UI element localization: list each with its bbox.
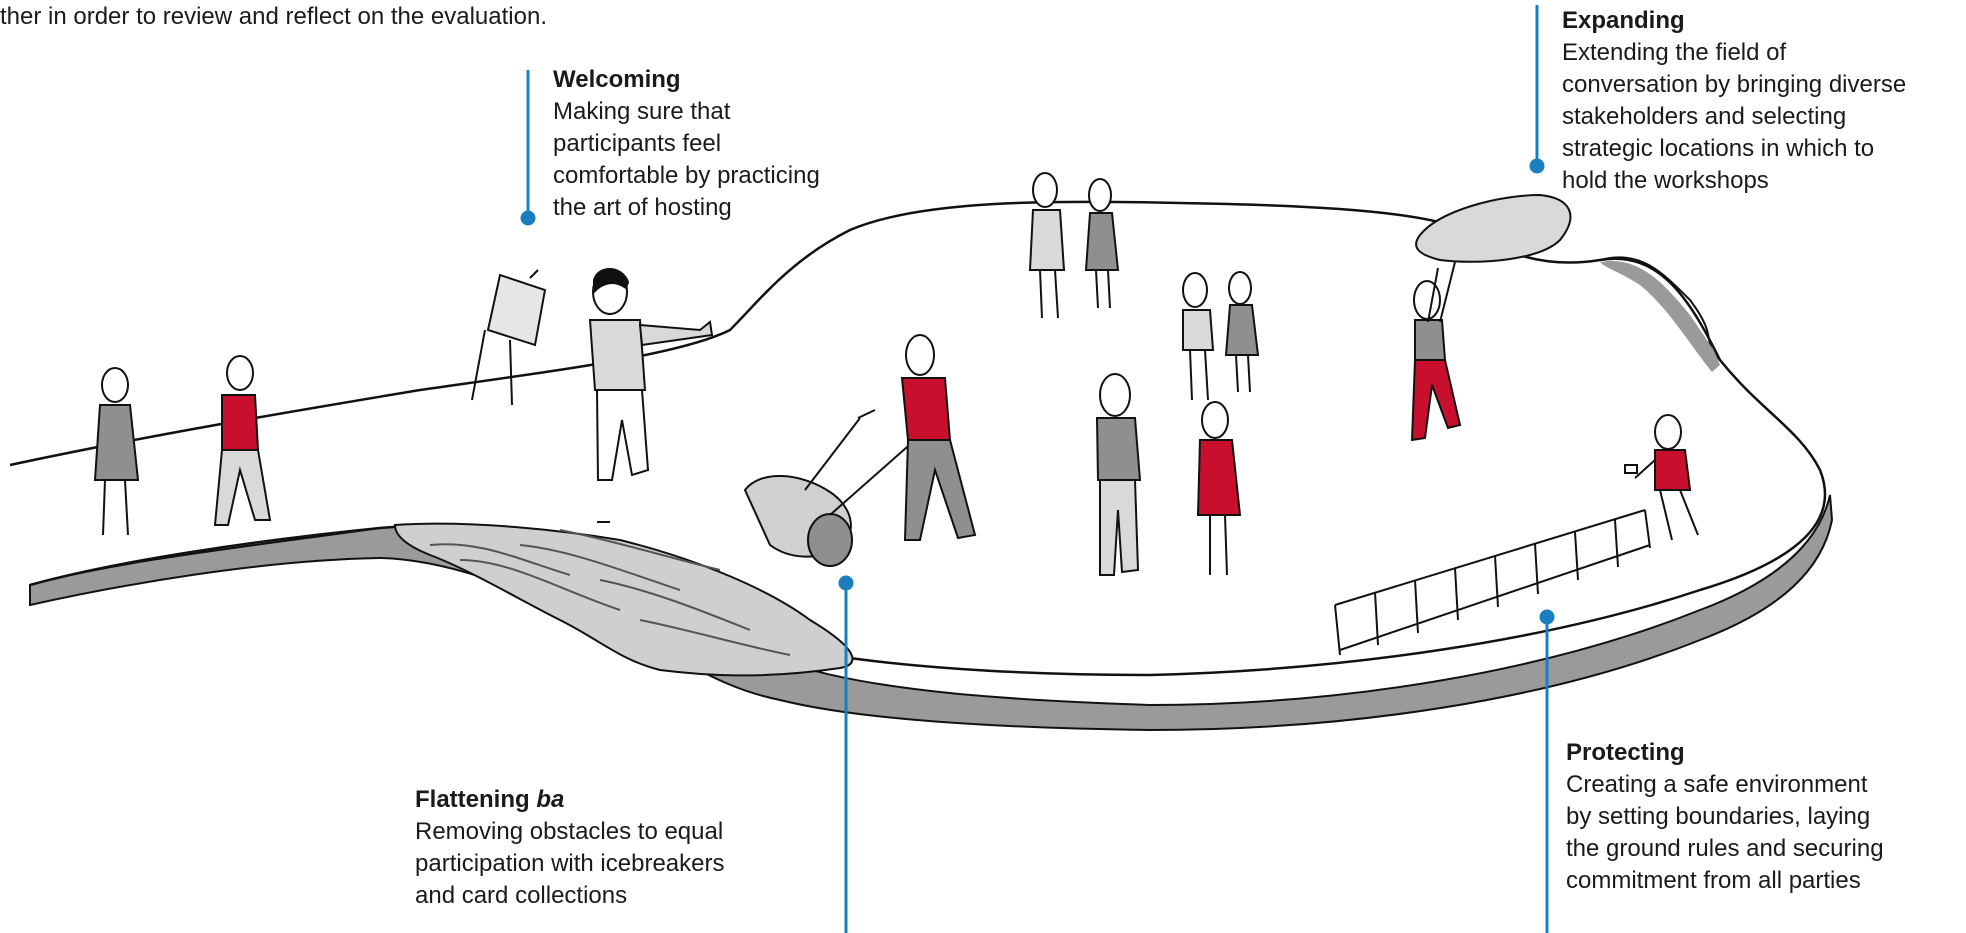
callout-welcoming (520, 70, 536, 226)
figure-mid-4 (1224, 271, 1260, 393)
figure-grey-left (93, 367, 140, 536)
label-welcoming-title: Welcoming (553, 66, 681, 93)
label-flattening-line: Removing obstacles to equal (415, 818, 724, 845)
label-flattening-line: and card collections (415, 882, 628, 909)
label-protecting: Protecting Creating a safe environment b… (1566, 737, 1946, 897)
figure-mid-2 (1084, 178, 1120, 309)
figure-host (588, 268, 714, 481)
label-protecting-line: by setting boundaries, laying (1566, 803, 1871, 830)
label-welcoming-line: comfortable by practicing (553, 162, 820, 189)
ridge-shade (1600, 260, 1720, 372)
figure-rock-pusher (1410, 261, 1462, 442)
label-expanding-line: stakeholders and selecting (1562, 103, 1847, 130)
label-flattening-title: Flattening ba (415, 784, 815, 816)
label-expanding-line: hold the workshops (1562, 167, 1769, 194)
lawn-roller (743, 409, 916, 567)
figure-fence-builder (1624, 414, 1699, 541)
rubble-texture (429, 529, 791, 656)
figure-roller-pusher (900, 334, 977, 541)
label-protecting-title: Protecting (1566, 739, 1685, 766)
label-welcoming: Welcoming Making sure that participants … (553, 64, 883, 224)
label-expanding-line: conversation by bringing diverse (1562, 71, 1907, 98)
label-flattening: Flattening ba Removing obstacles to equa… (415, 784, 815, 912)
label-expanding-title: Expanding (1562, 7, 1685, 34)
label-welcoming-line: participants feel (553, 130, 722, 157)
label-flattening-title-italic: ba (536, 786, 565, 813)
figure-red-left (213, 355, 272, 526)
label-expanding-line: Extending the field of (1562, 39, 1787, 66)
label-protecting-line: Creating a safe environment (1566, 771, 1868, 798)
figure-mid-3 (1182, 272, 1215, 401)
ground-edge-shade (29, 494, 1834, 732)
rubble-obstacle (393, 522, 854, 677)
callout-flattening (838, 575, 854, 933)
label-expanding: Expanding Extending the field of convers… (1562, 5, 1962, 197)
label-flattening-title-text: Flattening (415, 786, 537, 813)
rock (1415, 193, 1572, 263)
label-expanding-line: strategic locations in which to (1562, 135, 1875, 162)
label-welcoming-line: Making sure that (553, 98, 731, 125)
callout-protecting (1539, 609, 1555, 933)
figure-mid-1 (1028, 172, 1066, 319)
label-protecting-line: the ground rules and securing (1566, 835, 1884, 862)
label-welcoming-line: the art of hosting (553, 194, 732, 221)
label-protecting-line: commitment from all parties (1566, 867, 1861, 894)
fence (1334, 509, 1651, 656)
callout-expanding (1529, 5, 1545, 174)
figure-mid-red (1196, 401, 1242, 576)
intro-text-fragment: ther in order to review and reflect on t… (0, 3, 547, 30)
label-flattening-line: participation with icebreakers (415, 850, 725, 877)
easel (471, 269, 547, 406)
figure-mid-5 (1095, 373, 1142, 576)
